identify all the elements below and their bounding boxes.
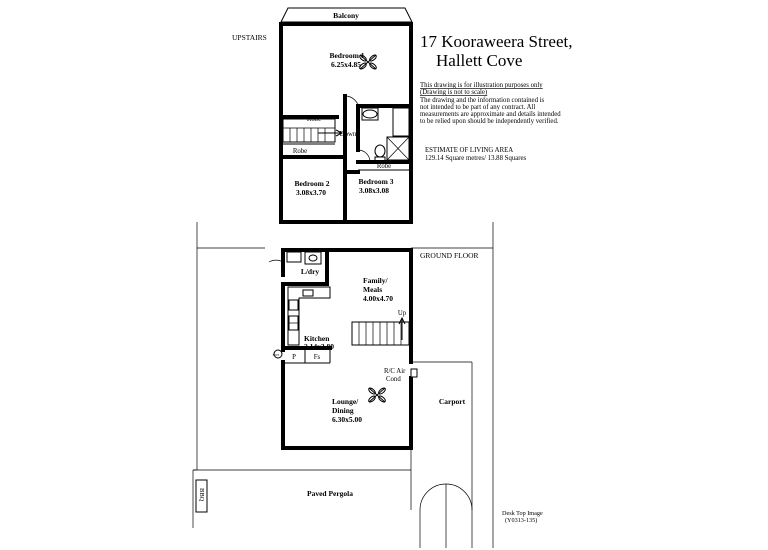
robe3-label: Robe: [377, 163, 391, 170]
kitchen-bench: [287, 286, 331, 346]
laundry-label: L/dry: [301, 267, 320, 276]
balcony-label: Balcony: [333, 11, 359, 20]
lounge-name: Lounge/: [332, 397, 359, 406]
carport-gate: [419, 483, 447, 511]
footer-line2: (Y0313-135): [505, 517, 537, 524]
pergola-label: Paved Pergola: [307, 489, 353, 498]
family-name2: Meals: [363, 285, 382, 294]
title-line2: Hallett Cove: [436, 51, 522, 70]
disclaimer-line3: The drawing and the information containe…: [420, 97, 545, 104]
ceiling-fan-icon: [368, 387, 386, 403]
disclaimer-line2: (Drawing is not to scale): [420, 89, 487, 96]
bedroom2-name: Bedroom 2: [294, 179, 329, 188]
bedroom3-size: 3.08x3.08: [359, 186, 389, 195]
robe1-label: Robe: [307, 116, 321, 123]
balcony-outline: [280, 7, 413, 23]
ground-floor-plan: [192, 222, 494, 548]
disclaimer-line4: not intended to be part of any contract.…: [420, 104, 535, 111]
kitchen-size: 2.14x3.80: [304, 342, 334, 351]
shower: [386, 136, 410, 161]
down-label: Down: [340, 131, 357, 138]
ceiling-fan-icon: [359, 54, 377, 70]
bedroom1-size: 6.25x4.85: [331, 60, 361, 69]
bedroom1-name: Bedroom 1: [329, 51, 364, 60]
kitchen-name: Kitchen: [304, 334, 330, 343]
lounge-size: 6.30x5.00: [332, 415, 362, 424]
bbq: [195, 479, 208, 513]
carport-label: Carport: [439, 397, 466, 406]
up-label: Up: [398, 310, 407, 317]
ground-floor-label: GROUND FLOOR: [420, 251, 479, 260]
family-size: 4.00x4.70: [363, 294, 393, 303]
disclaimer-line6: to be relied upon should be independentl…: [420, 118, 559, 125]
upstairs-label: UPSTAIRS: [232, 33, 267, 42]
footer-line1: Desk Top Image: [502, 510, 543, 517]
family-name: Family/: [363, 276, 388, 285]
bedroom3-name: Bedroom 3: [358, 177, 393, 186]
rc-air-line1: R/C Air: [384, 368, 406, 375]
title-line1: 17 Kooraweera Street,: [420, 32, 572, 51]
bbq-label: BBQ: [198, 488, 205, 502]
bathtub: [392, 107, 410, 137]
disclaimer: This drawing is for illustration purpose…: [420, 82, 561, 125]
living-area-value: 129.14 Square metres/ 13.88 Squares: [425, 155, 527, 162]
disclaimer-line5: measurements are approximate and details…: [420, 111, 561, 118]
disclaimer-line1: This drawing is for illustration purpose…: [420, 82, 543, 89]
living-area-heading: ESTIMATE OF LIVING AREA: [425, 147, 513, 154]
upstairs-plan: [279, 7, 413, 224]
pantry-label: P: [292, 354, 296, 361]
fridge-label: Fs: [314, 354, 321, 361]
rc-air-line2: Cond: [386, 376, 401, 383]
hws-label: HWS: [273, 353, 280, 357]
robe2-label: Robe: [293, 148, 307, 155]
lounge-name2: Dining: [332, 406, 354, 415]
bedroom2-size: 3.08x3.70: [296, 188, 326, 197]
